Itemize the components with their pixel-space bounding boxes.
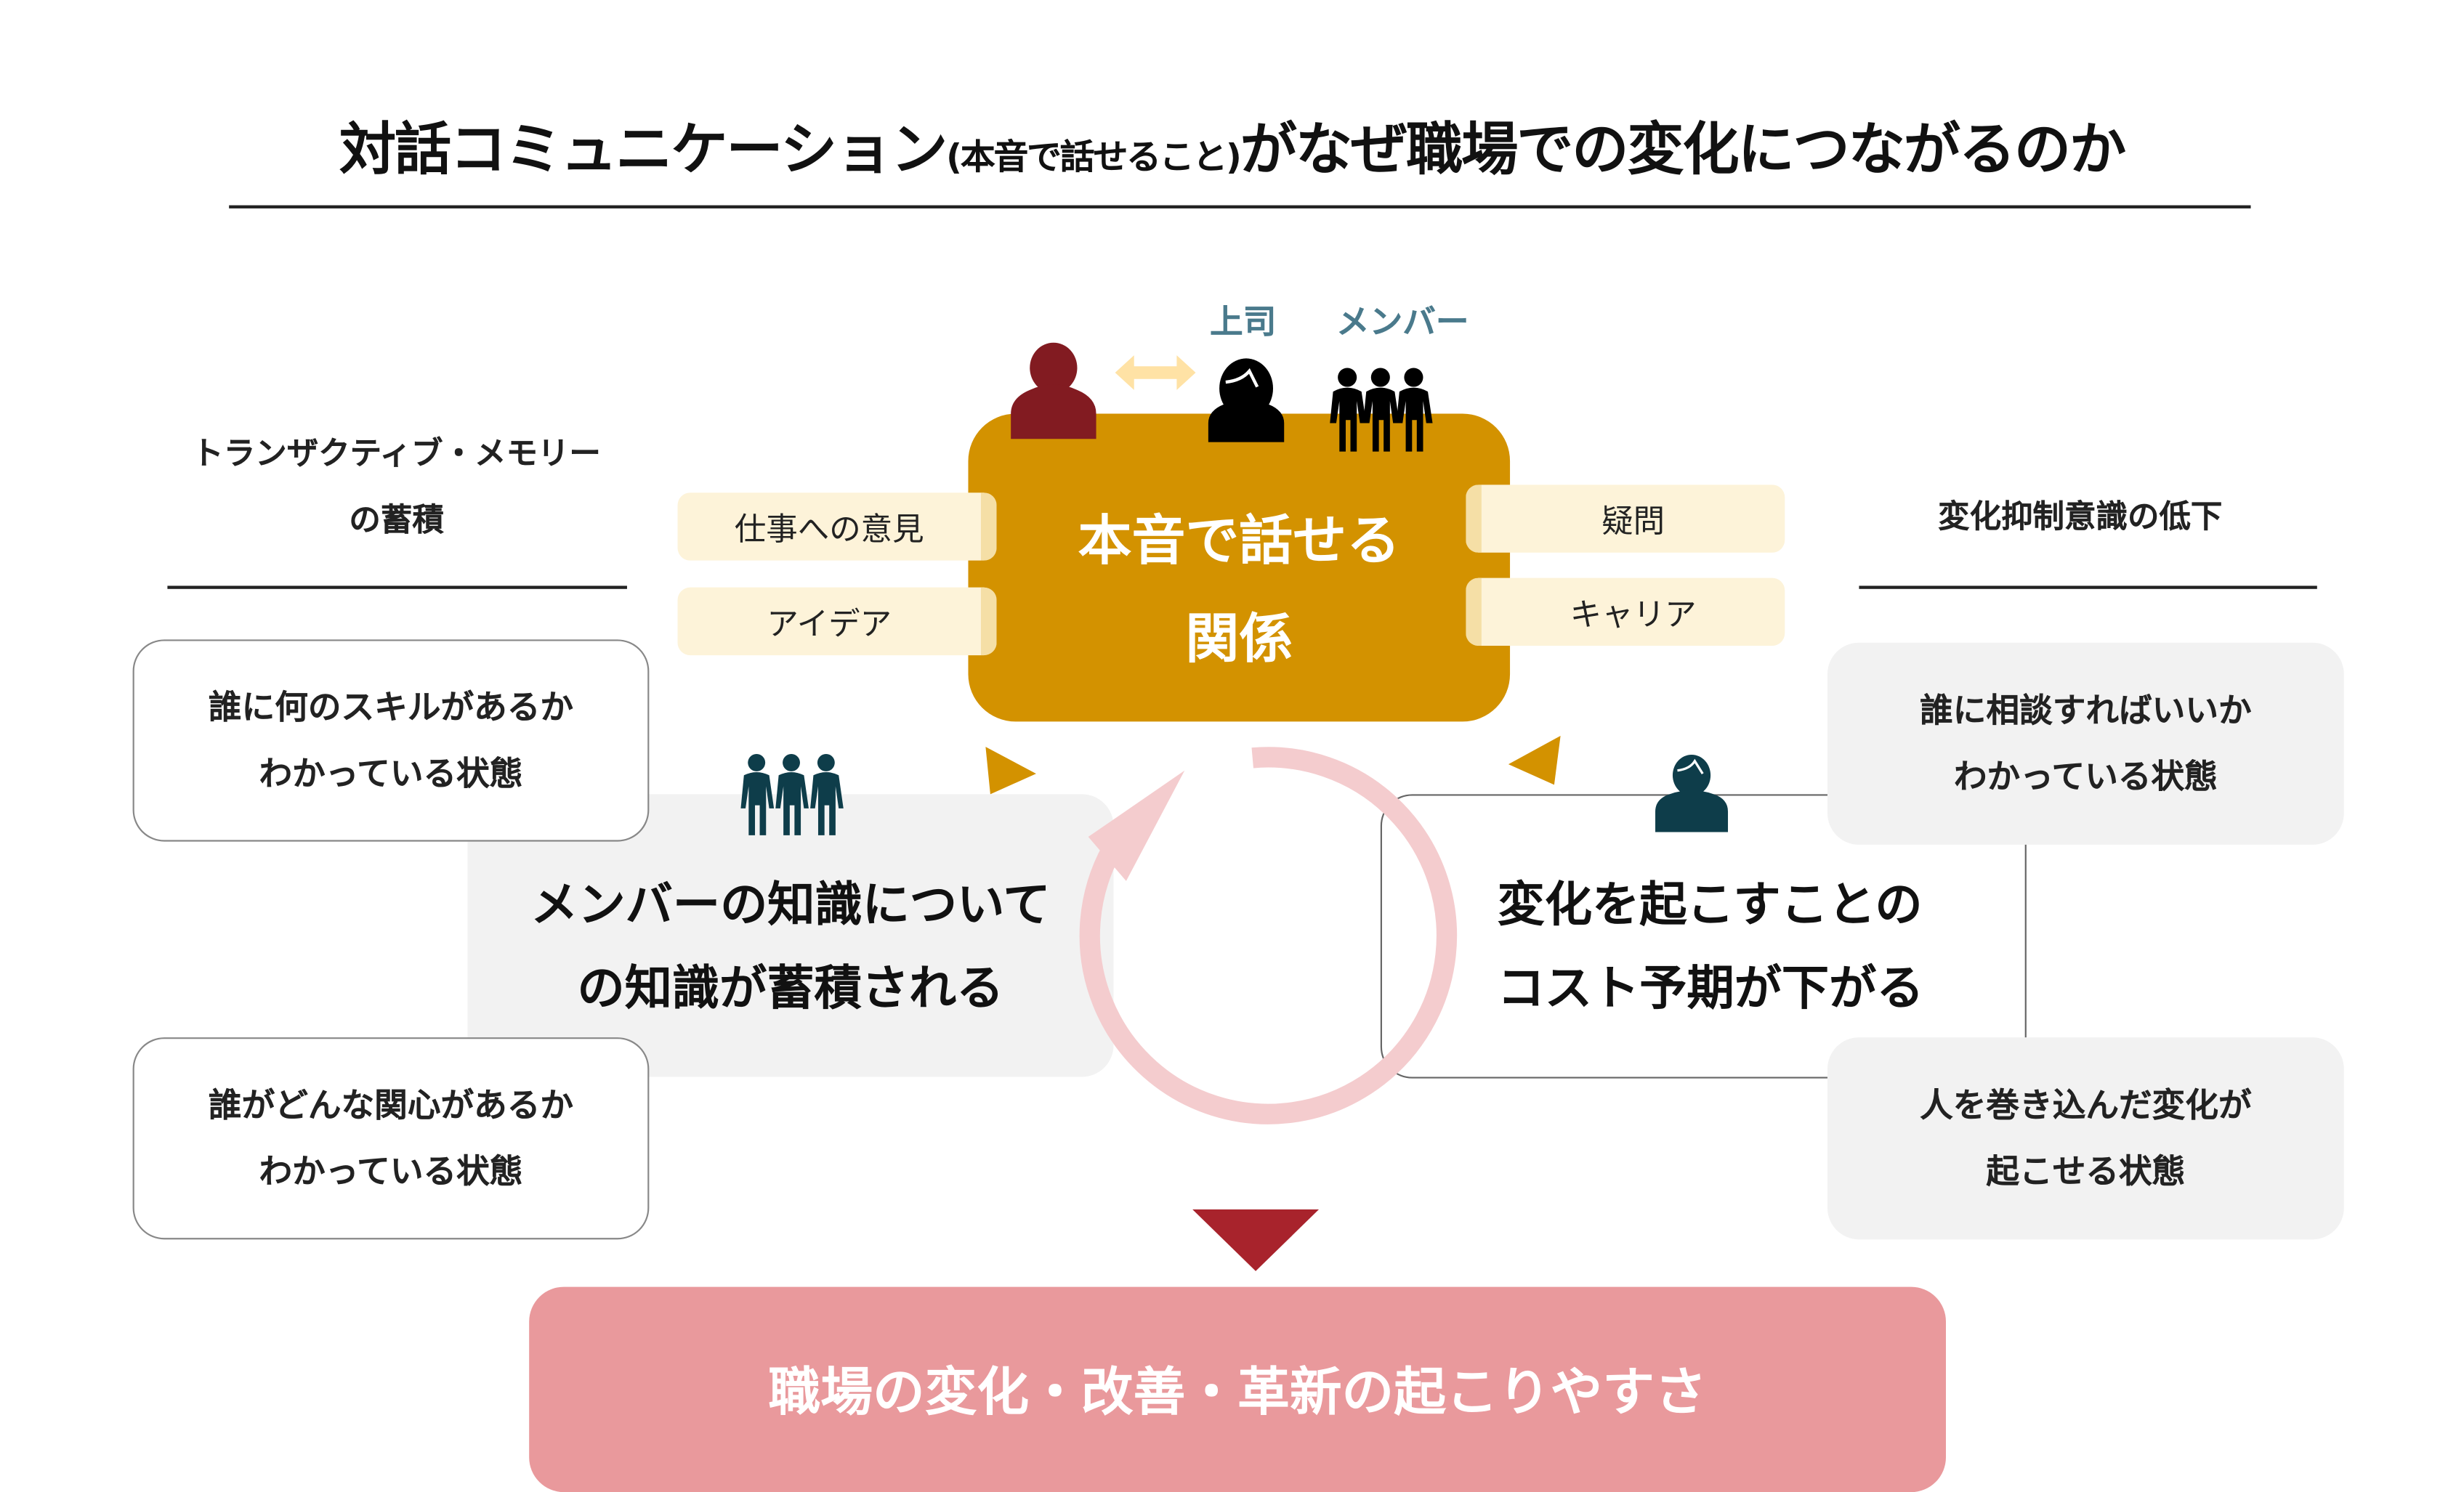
left-pointer-icon: [985, 747, 1036, 795]
right-box-change-line2: 起こせる状態: [1986, 1152, 2186, 1191]
left-box-interests: 誰がどんな関心があるかわかっている状態: [132, 1037, 650, 1240]
right-header: 変化抑制意識の低下: [1938, 497, 2223, 535]
right-box-change: 人を巻き込んだ変化が起こせる状態: [1827, 1037, 2344, 1240]
right-main-line2: コスト予期が下がる: [1497, 961, 1924, 1017]
title-main: 対話コミュニケーション: [339, 118, 948, 184]
down-arrow-icon: [1192, 1209, 1320, 1271]
tag-question: 疑問: [1466, 485, 1785, 553]
cycle-arrowhead-icon: [1088, 770, 1185, 881]
left-box-skills-line1: 誰に何のスキルがあるか: [208, 688, 574, 726]
right-main-line1: 変化を起こすことの: [1497, 877, 1923, 933]
tag-idea: アイデア: [677, 587, 997, 656]
core-text-line1: 本音で話せる: [1078, 510, 1400, 574]
cycle-arrow-icon: [1079, 747, 1458, 1124]
double-arrow-icon: [1115, 355, 1196, 390]
left-header-line2: の蓄積: [349, 500, 444, 539]
people-icons: [1011, 342, 1433, 452]
right-divider: [1859, 585, 2317, 588]
boss-person-icon: [1208, 358, 1285, 442]
right-box-consult-line1: 誰に相談すればいいか: [1920, 692, 2252, 730]
left-box-skills: 誰に何のスキルがあるかわかっている状態: [132, 639, 650, 842]
tag-work-opinion: 仕事への意見: [677, 492, 997, 561]
right-box-change-line1: 人を巻き込んだ変化が: [1920, 1086, 2252, 1124]
core-relationship-box: [968, 413, 1511, 722]
left-main-line2: の知識が蓄積される: [577, 961, 1004, 1017]
right-box-consult: 誰に相談すればいいかわかっている状態: [1827, 642, 2344, 845]
left-box-interests-line1: 誰がどんな関心があるか: [208, 1086, 574, 1124]
left-header: トランザクティブ・メモリー の蓄積: [152, 420, 642, 553]
left-main-line1: メンバーの知識について: [530, 877, 1051, 933]
title-paren: (本音で話せること): [946, 139, 1242, 179]
boss-label: 上司: [1210, 303, 1277, 341]
boss-teal-icon: [1655, 755, 1729, 832]
page-title: 対話コミュニケーション(本音で話せること)がなぜ職場での変化につながるのか: [0, 104, 2464, 186]
tag-career: キャリア: [1466, 577, 1785, 646]
result-text: 職場の変化・改善・革新の起こりやすさ: [768, 1361, 1707, 1423]
title-divider: [229, 205, 2251, 208]
right-main-text: 変化を起こすことの コスト予期が下がる: [1498, 864, 2003, 1031]
core-text-line2: 関係: [1185, 607, 1293, 671]
self-person-icon: [1011, 342, 1096, 439]
left-header-line1: トランザクティブ・メモリー: [192, 434, 601, 472]
members-label: メンバー: [1336, 303, 1469, 341]
title-rest: がなぜ職場での変化につながるのか: [1240, 118, 2126, 184]
team-icon: [740, 753, 844, 835]
right-pointer-icon: [1508, 735, 1561, 785]
right-box-consult-line2: わかっている状態: [1953, 758, 2218, 796]
left-box-interests-line2: わかっている状態: [259, 1152, 523, 1191]
left-divider: [167, 585, 627, 588]
result-box: [529, 1286, 1946, 1492]
left-box-skills-line2: わかっている状態: [259, 755, 523, 793]
members-group-icon: [1330, 368, 1433, 452]
left-main-text: メンバーの知識について の知識が蓄積される: [467, 864, 1113, 1031]
